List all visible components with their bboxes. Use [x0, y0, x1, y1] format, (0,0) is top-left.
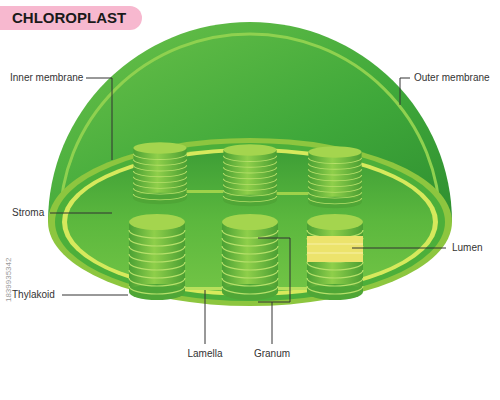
part-label: Outer membrane — [414, 72, 490, 84]
lamella — [278, 287, 307, 290]
part-label: Inner membrane — [10, 72, 83, 84]
intermembrane-space — [55, 143, 445, 301]
part-label: Granum — [254, 348, 290, 360]
watermark: 1839935342 — [4, 258, 14, 303]
lumen-cutaway — [307, 236, 363, 262]
lamella — [275, 192, 310, 195]
granum-stack — [308, 146, 361, 208]
part-label: Stroma — [12, 207, 44, 219]
lamella — [185, 190, 225, 193]
granum-stack — [133, 142, 186, 204]
leader-lines — [50, 78, 446, 344]
granum-stack — [223, 144, 276, 206]
part-label: Lumen — [452, 242, 483, 254]
granum-stack — [222, 214, 278, 300]
title-badge: CHLOROPLAST — [0, 6, 142, 30]
granum-stack — [129, 214, 185, 300]
granum-stack — [307, 214, 363, 300]
part-label: Lamella — [187, 348, 222, 360]
outer-membrane-rim — [48, 138, 452, 306]
part-label: Thylakoid — [12, 289, 55, 301]
lamella — [185, 287, 222, 290]
